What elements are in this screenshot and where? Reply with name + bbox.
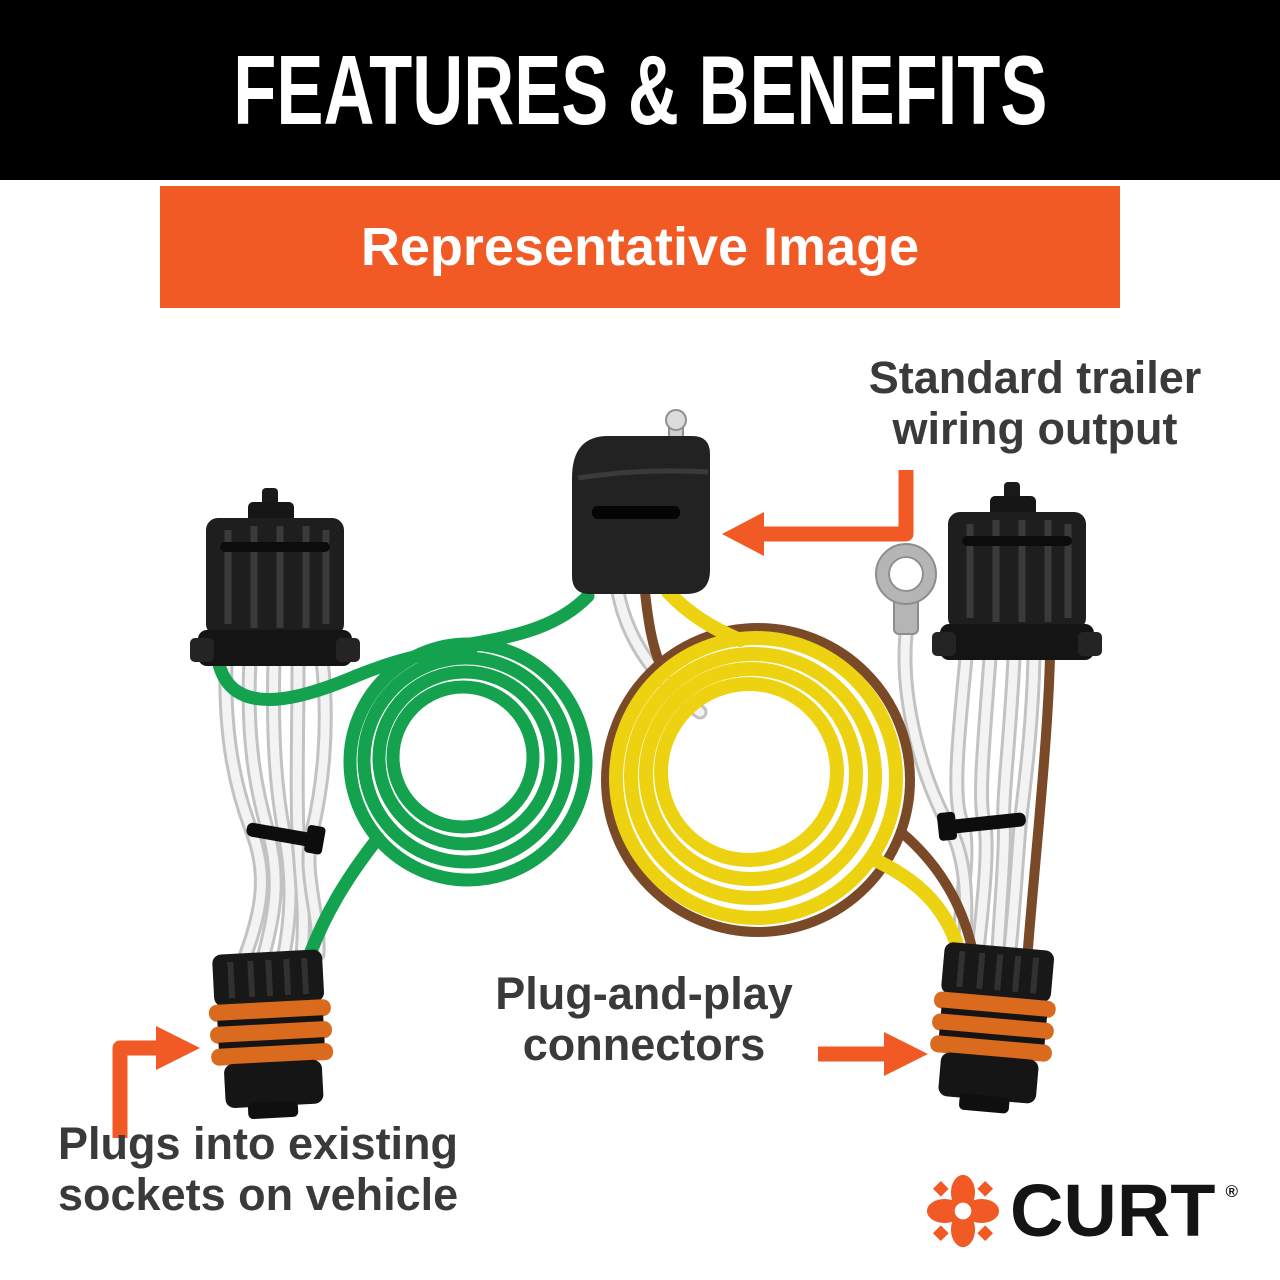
curt-logo-icon: [926, 1174, 1000, 1248]
yellow-wire-coil: [609, 585, 965, 955]
header-banner: FEATURES & BENEFITS: [0, 0, 1280, 180]
brown-wire: [601, 587, 977, 953]
curt-logo: CURT ®: [926, 1174, 1238, 1248]
right-vehicle-connector: [932, 482, 1102, 660]
representative-image-banner: Representative Image: [160, 186, 1120, 308]
right-zip-tie: [936, 811, 1026, 841]
callout-plug-play: Plug-and-play connectors: [495, 968, 793, 1071]
curt-logo-text: CURT: [1009, 1169, 1216, 1252]
registered-mark: ®: [1225, 1182, 1238, 1201]
page-title: FEATURES & BENEFITS: [232, 34, 1048, 145]
ground-ring-terminal: [875, 543, 937, 635]
representative-image-label: Representative Image: [360, 217, 920, 277]
arrow-trailer-output: [722, 470, 914, 556]
left-vehicle-connector: [190, 488, 360, 666]
right-wire-bundle: [957, 656, 1055, 950]
arrow-existing-sockets: [112, 1026, 200, 1138]
green-wire-coil: [211, 589, 595, 961]
left-socket-plug: [206, 949, 337, 1121]
right-socket-plug: [925, 941, 1061, 1117]
trailer-connector-4flat: [572, 409, 710, 594]
left-zip-tie: [246, 822, 326, 855]
callout-existing-sockets: Plugs into existing sockets on vehicle: [58, 1118, 459, 1221]
callout-trailer-output: Standard trailer wiring output: [868, 352, 1202, 455]
arrow-plug-play: [818, 1032, 928, 1076]
